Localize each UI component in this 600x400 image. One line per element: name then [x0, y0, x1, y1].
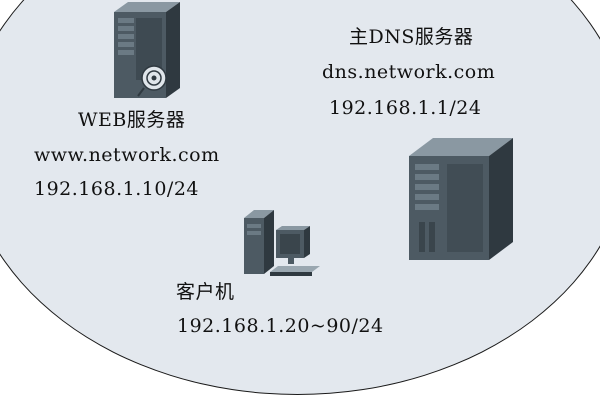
dns-server-ip: 192.168.1.1/24	[329, 97, 482, 119]
dns-server-title: 主DNS服务器	[349, 26, 474, 48]
dns-server-hostname: dns.network.com	[322, 61, 496, 83]
dns-server	[405, 138, 525, 263]
web-server-icon	[114, 2, 180, 98]
web-server-title: WEB服务器	[78, 109, 186, 131]
client-pc	[240, 208, 322, 284]
client-ip: 192.168.1.20~90/24	[177, 315, 384, 337]
web-server-ip: 192.168.1.10/24	[34, 178, 199, 200]
web-server	[108, 2, 190, 100]
desktop-computer-icon	[244, 210, 320, 276]
tower-server-icon	[409, 138, 513, 260]
client-title: 客户机	[176, 281, 235, 303]
web-server-hostname: www.network.com	[34, 144, 220, 166]
